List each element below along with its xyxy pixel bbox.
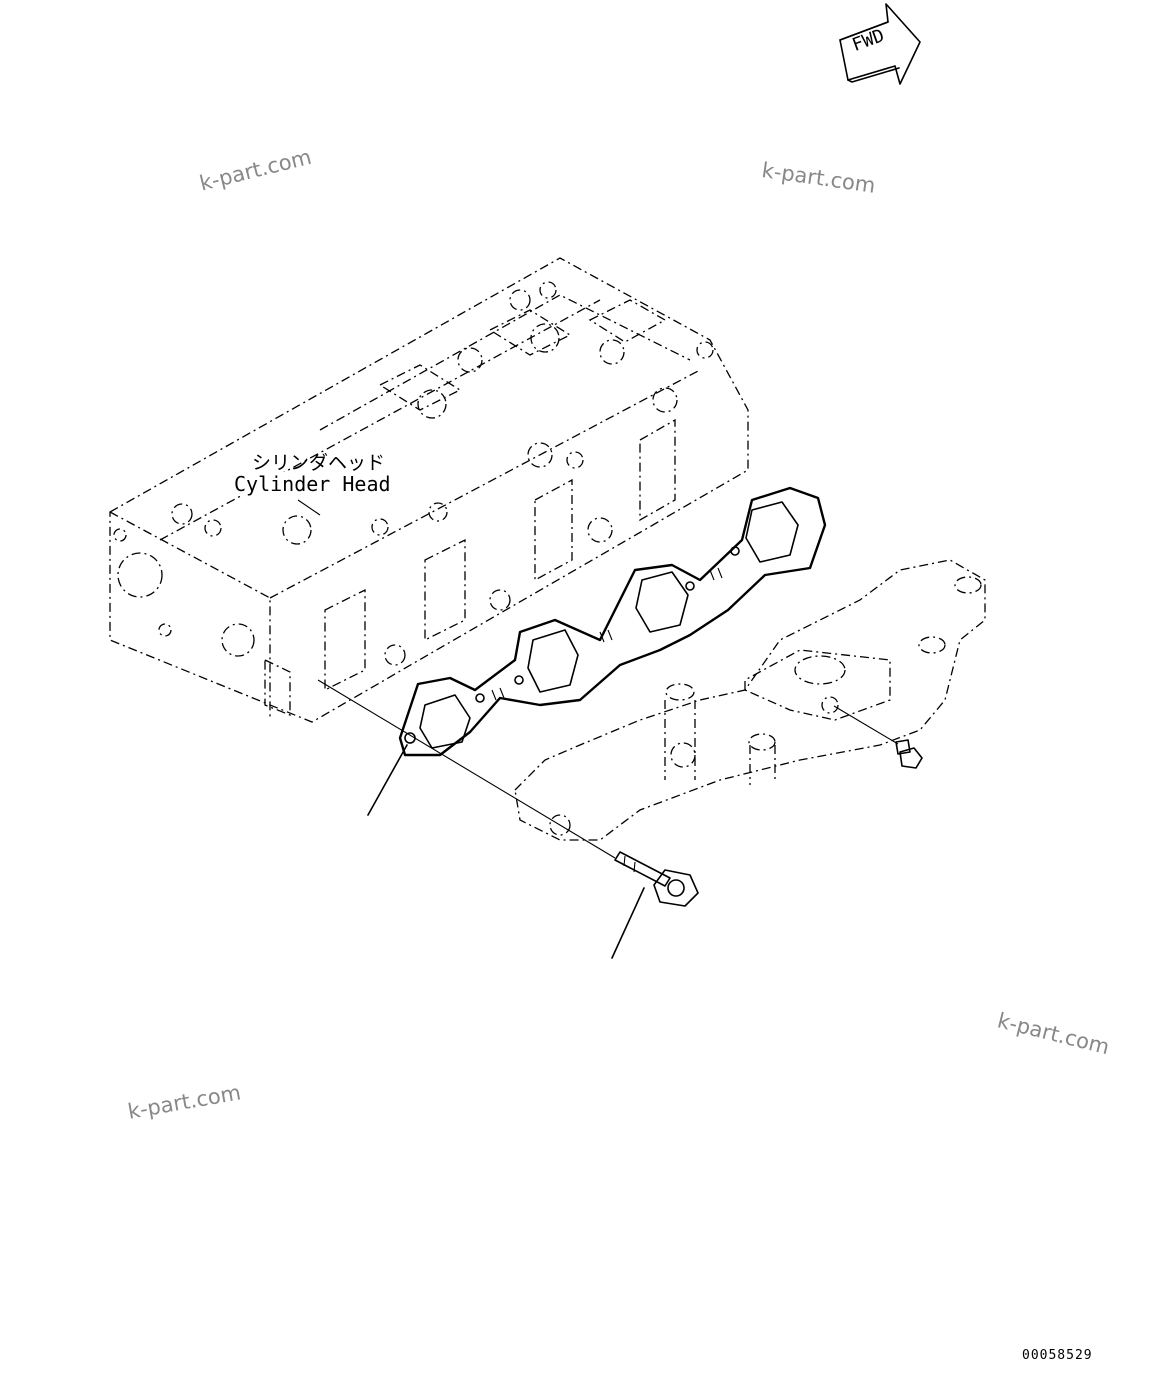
cylinder-head-label-jp: シリンダヘッド bbox=[252, 452, 386, 474]
manifold-icon bbox=[514, 559, 986, 841]
gasket-icon bbox=[398, 486, 827, 757]
cylinder-head-icon bbox=[109, 257, 749, 723]
cylinder-head-label-en: Cylinder Head bbox=[234, 472, 391, 496]
bolt-icon bbox=[614, 851, 699, 907]
fwd-arrow-icon bbox=[839, 3, 921, 85]
leader-lines bbox=[297, 499, 899, 959]
doc-number: 00058529 bbox=[1022, 1348, 1093, 1363]
plug-icon bbox=[895, 739, 923, 769]
